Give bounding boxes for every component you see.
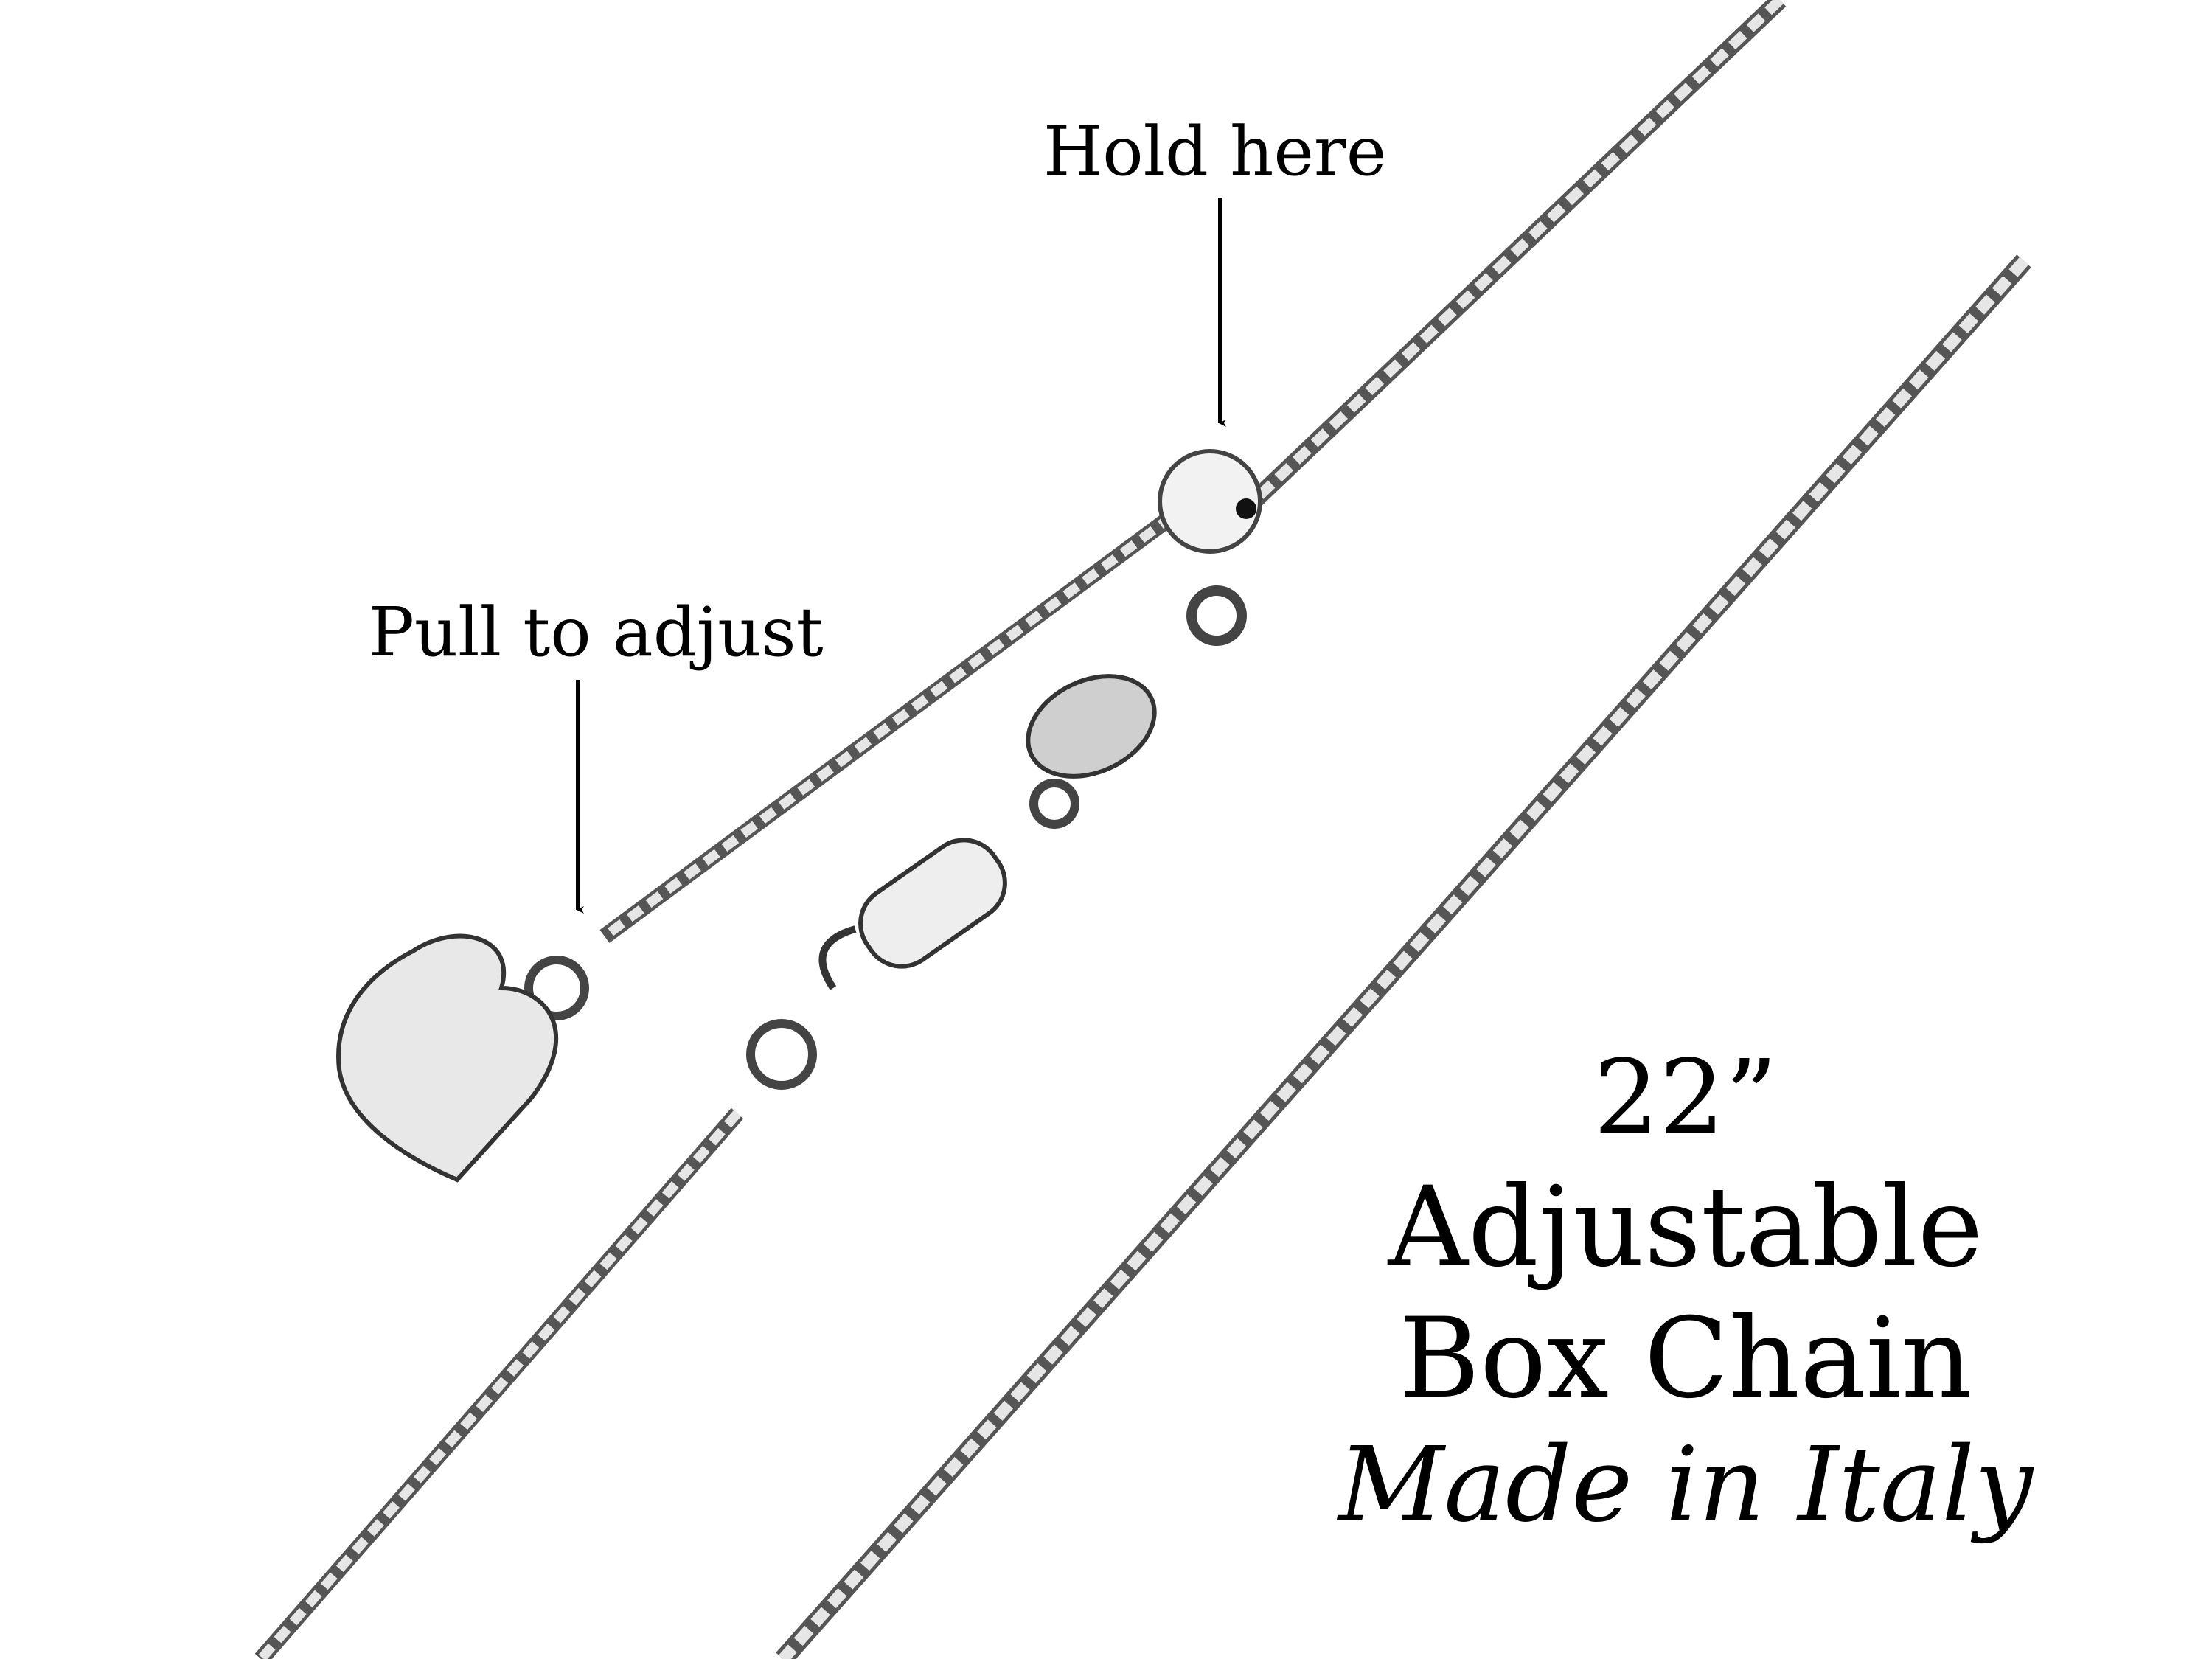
hold-here-label: Hold here bbox=[1043, 112, 1387, 191]
adjust-chain bbox=[599, 509, 1178, 943]
origin-label: Made in Italy bbox=[1338, 1425, 2034, 1545]
oval-tag bbox=[1026, 674, 1157, 779]
lobster-clasp bbox=[818, 838, 1007, 990]
bail-ring bbox=[1186, 585, 1247, 646]
main-chain-upper bbox=[1247, 0, 1787, 508]
slider-bead bbox=[1158, 449, 1262, 554]
pull-to-adjust-label: Pull to adjust bbox=[369, 593, 824, 672]
chain-length: 22” bbox=[1593, 1038, 1778, 1158]
jump-ring bbox=[1029, 779, 1079, 829]
lower-chain bbox=[254, 1107, 744, 1659]
product-title-line1: Adjustable bbox=[1388, 1164, 1983, 1292]
clasp-ring bbox=[746, 1019, 817, 1090]
product-title-line2: Box Chain bbox=[1398, 1295, 1973, 1423]
main-chain-right bbox=[776, 254, 2031, 1659]
heart-tag bbox=[336, 933, 589, 1183]
